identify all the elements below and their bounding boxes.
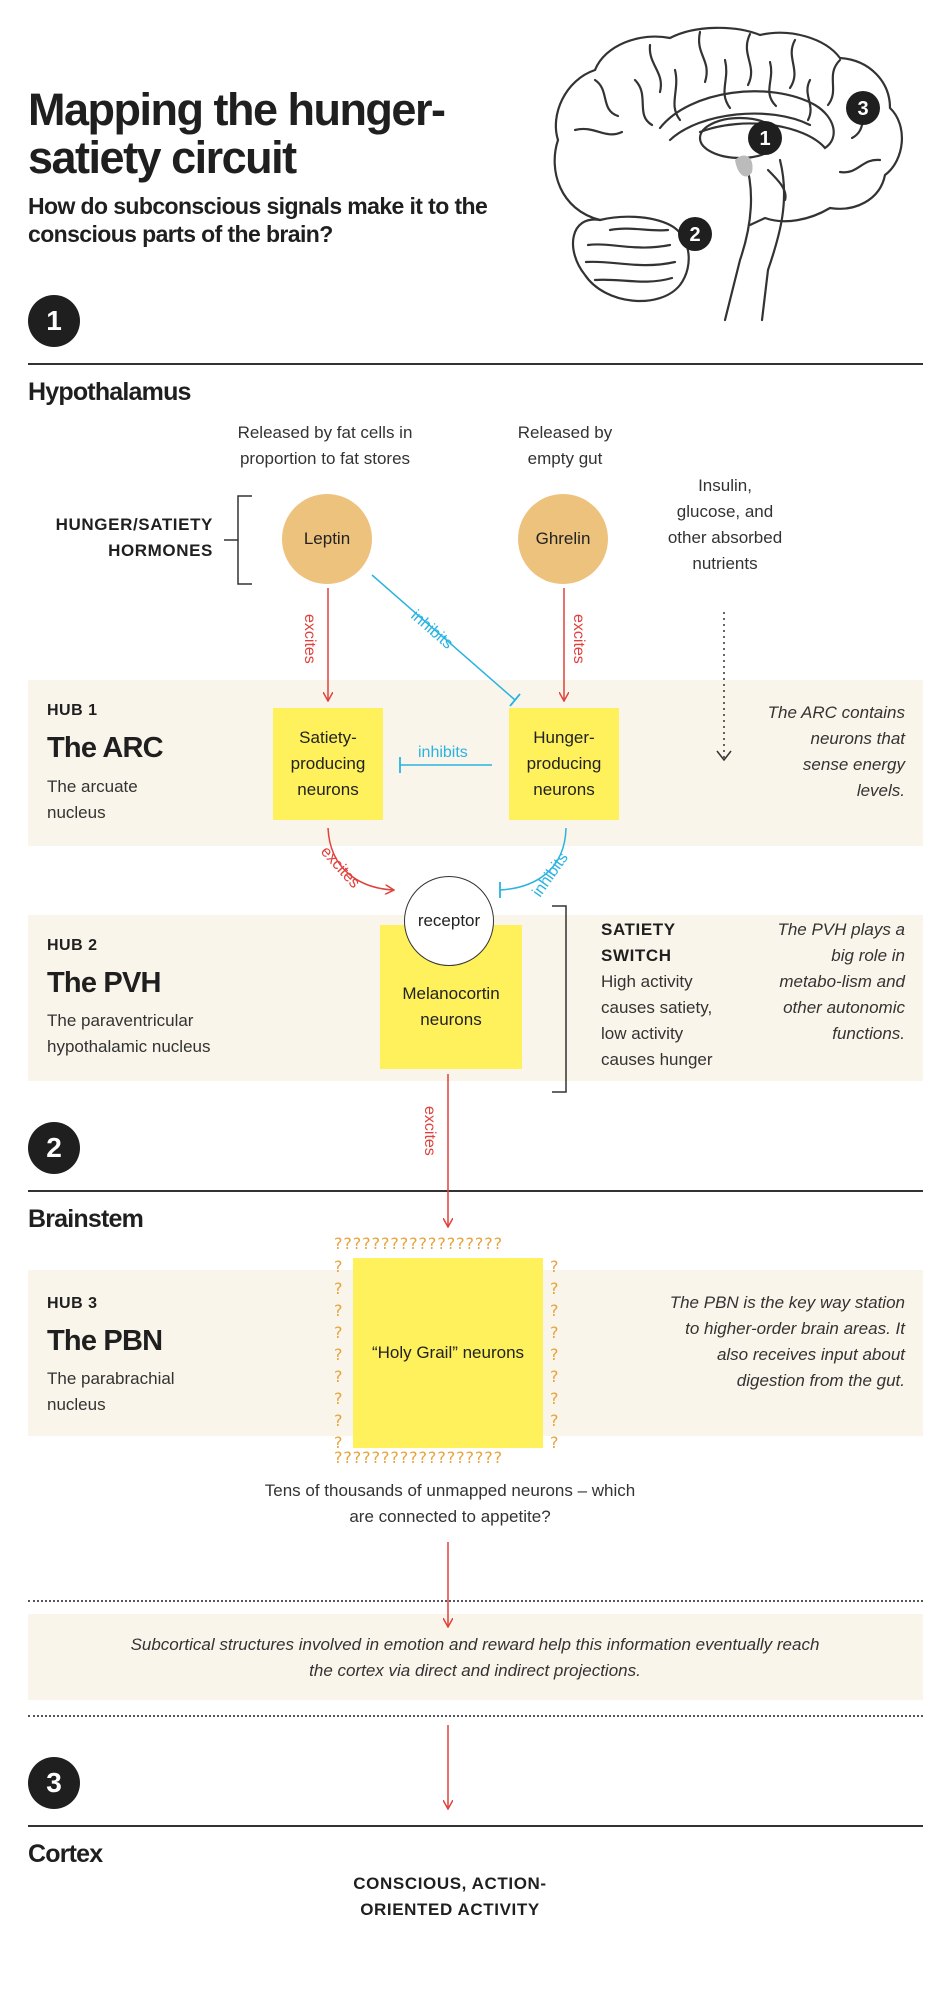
- subcortical-text: Subcortical structures involved in emoti…: [130, 1635, 820, 1680]
- ghrelin-source: Released by empty gut: [517, 423, 613, 468]
- subcortical-band: [28, 1614, 923, 1700]
- holy-grail-neurons-box: “Holy Grail” neurons: [353, 1258, 543, 1448]
- hub2-title: The PVH: [47, 967, 161, 999]
- leptin-inhibits-hunger-line: [371, 574, 516, 701]
- satiety-excites-label: excites: [317, 843, 363, 891]
- page-title: Mapping the hunger-satiety circuit: [28, 84, 446, 183]
- question-row-bottom: ??????????????????: [334, 1448, 504, 1467]
- svg-text:3: 3: [857, 98, 868, 120]
- dotted-divider-bottom: [28, 1715, 923, 1717]
- leptin-inhibits-label: inhibits: [407, 607, 456, 653]
- pvh-excites-label: excites: [421, 1106, 438, 1156]
- svg-text:1: 1: [759, 128, 770, 150]
- hub3-title: The PBN: [47, 1325, 163, 1357]
- section-2-number: 2: [28, 1122, 80, 1174]
- hub2-desc: The paraventricular hypothalamic nucleus: [47, 1011, 211, 1056]
- svg-text:2: 2: [689, 224, 700, 246]
- satiety-excites-receptor-arrow: [327, 827, 393, 890]
- hunger-inhibits-receptor-arrow: [499, 827, 567, 891]
- leptin-source: Released by fat cells in proportion to f…: [237, 423, 413, 468]
- page-subtitle: How do subconscious signals make it to t…: [28, 193, 488, 247]
- hub1-note: The ARC contains neurons that sense ener…: [767, 703, 905, 800]
- section-1-divider: [28, 363, 923, 365]
- section-1-number: 1: [28, 295, 80, 347]
- hub1-band: [28, 680, 923, 846]
- cortex-output-label: CONSCIOUS, ACTION-ORIENTED ACTIVITY: [353, 1874, 547, 1919]
- question-column-right: ?????????: [550, 1257, 559, 1452]
- hub3-desc: The parabrachial nucleus: [47, 1369, 175, 1414]
- satiety-switch-title: SATIETY SWITCH: [601, 920, 676, 965]
- hormones-group-label: HUNGER/SATIETY HORMONES: [55, 515, 213, 560]
- brain-marker-3: 3: [846, 91, 880, 125]
- hub1-desc: The arcuate nucleus: [47, 777, 138, 822]
- section-3-title: Cortex: [28, 1840, 103, 1868]
- nutrients-label: Insulin, glucose, and other absorbed nut…: [667, 476, 783, 573]
- brain-marker-1: 1: [748, 121, 782, 155]
- hub3-note: The PBN is the key way station to higher…: [669, 1293, 905, 1390]
- section-3-divider: [28, 1825, 923, 1827]
- hub2-note: The PVH plays a big role in metabo-lism …: [777, 920, 905, 1043]
- hormones-bracket: [224, 495, 252, 585]
- ghrelin-circle: Ghrelin: [518, 494, 608, 584]
- hunger-inhibits-label: inhibits: [418, 744, 468, 761]
- satiety-switch-desc: High activity causes satiety, low activi…: [601, 972, 713, 1069]
- satiety-switch-bracket: [552, 905, 567, 1093]
- unmapped-neurons-text: Tens of thousands of unmapped neurons – …: [264, 1481, 636, 1526]
- satiety-neurons-box: Satiety-producing neurons: [273, 708, 383, 820]
- brain-illustration: 1 2 3: [553, 26, 903, 322]
- hub1-label: HUB 1: [47, 702, 98, 719]
- brain-marker-2: 2: [678, 217, 712, 251]
- section-2-title: Brainstem: [28, 1205, 144, 1233]
- ghrelin-excites-label: excites: [570, 614, 587, 664]
- hub1-title: The ARC: [47, 732, 164, 764]
- hunger-neurons-box: Hunger-producing neurons: [509, 708, 619, 820]
- section-1-title: Hypothalamus: [28, 378, 191, 406]
- section-3-number: 3: [28, 1757, 80, 1809]
- leptin-excites-label: excites: [301, 614, 318, 664]
- hub2-label: HUB 2: [47, 937, 98, 954]
- leptin-circle: Leptin: [282, 494, 372, 584]
- hunger-inhibits-receptor-label: inhibits: [529, 850, 571, 901]
- hub3-label: HUB 3: [47, 1295, 98, 1312]
- dotted-divider-top: [28, 1600, 923, 1602]
- question-column-left: ?????????: [334, 1257, 343, 1452]
- receptor-circle: receptor: [404, 876, 494, 966]
- section-2-divider: [28, 1190, 923, 1192]
- question-row-top: ??????????????????: [334, 1234, 504, 1253]
